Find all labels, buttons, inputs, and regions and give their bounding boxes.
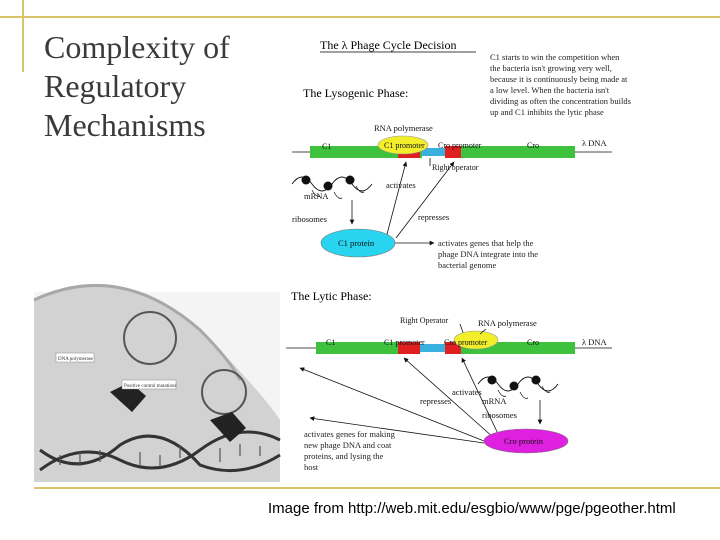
photo-label-mid: Positive control mutations: [124, 384, 177, 389]
lytic-right-operator-label: Right Operator: [400, 316, 449, 325]
lysogenic-ribosome-1: [302, 176, 311, 185]
lysogenic-ribosomes-label: ribosomes: [292, 214, 327, 224]
lysogenic-represses-arrow: [396, 162, 454, 238]
figure-heading: The λ Phage Cycle Decision: [320, 38, 456, 52]
lysogenic-cro-label: Cro: [527, 141, 539, 150]
lytic-gene-note-line-4: host: [304, 462, 319, 472]
lytic-represses-arrow: [404, 358, 494, 438]
dna-protein-photo: DNA polymerase Positive control mutation…: [34, 285, 280, 482]
lysogenic-c1-promoter-label: C1 promoter: [384, 141, 425, 150]
lytic-c1-promoter-label: C1 promoter: [384, 338, 425, 347]
lysogenic-lambda-dna-label: λ DNA: [582, 138, 608, 148]
lysogenic-c1-label: C1: [322, 142, 331, 151]
lytic-gene-note-line-1: activates genes for making: [304, 429, 396, 439]
lytic-phase-title: The Lytic Phase:: [291, 289, 372, 303]
lysogenic-right-operator-label: Right operator: [432, 163, 479, 172]
lytic-activates-label: activates: [452, 387, 482, 397]
lytic-ribosome-1: [488, 376, 497, 385]
lysogenic-cro-promoter-label: Cro promoter: [438, 141, 482, 150]
lysogenic-gene-note-line-3: bacterial genome: [438, 260, 497, 270]
lytic-gene-note-line-2: new phage DNA and coat: [304, 440, 392, 450]
lysogenic-rna-polymerase-label: RNA polymerase: [374, 123, 433, 133]
lytic-cro-protein-label: Cro protein: [504, 436, 544, 446]
lytic-ribosome-3: [532, 376, 541, 385]
lytic-mrna-label: mRNA: [482, 396, 507, 406]
lytic-cro-promoter-label: Cro promoter: [444, 338, 488, 347]
lytic-gene-note: activates genes for making new phage DNA…: [304, 429, 396, 472]
note-line-2: the bacteria isn't growing very well,: [490, 63, 612, 73]
lytic-represses-label: represses: [420, 396, 451, 406]
lysogenic-gene-note: activates genes that help the phage DNA …: [438, 238, 538, 270]
photo-label-top: DNA polymerase: [58, 357, 94, 362]
lytic-rna-polymerase-label: RNA polymerase: [478, 318, 537, 328]
lytic-c1-label: C1: [326, 338, 335, 347]
lysogenic-c1-protein-label: C1 protein: [338, 238, 375, 248]
note-line-6: up and C1 inhibits the lytic phase: [490, 107, 604, 117]
lysogenic-gene-note-line-2: phage DNA integrate into the: [438, 249, 538, 259]
lysogenic-gene-note-line-1: activates genes that help the: [438, 238, 534, 248]
note-line-1: C1 starts to win the competition when: [490, 52, 620, 62]
competition-note: C1 starts to win the competition when th…: [490, 52, 631, 117]
lysogenic-represses-label: represses: [418, 212, 449, 222]
image-source-caption: Image from http://web.mit.edu/esgbio/www…: [268, 500, 676, 517]
lytic-lambda-dna-label: λ DNA: [582, 337, 608, 347]
lysogenic-ribosome-3: [346, 176, 355, 185]
lysogenic-ribosome-2: [324, 182, 333, 191]
note-line-4: a low level. When the bacteria isn't: [490, 85, 610, 95]
lytic-gene-note-line-3: proteins, and lysing the: [304, 451, 384, 461]
lytic-cro-label: Cro: [527, 338, 539, 347]
note-line-3: because it is continuously being made at: [490, 74, 628, 84]
lysogenic-mrna-label: mRNA: [304, 191, 329, 201]
lytic-ribosome-2: [510, 382, 519, 391]
lysogenic-phase-title: The Lysogenic Phase:: [303, 86, 408, 100]
note-line-5: dividing as often the concentration buil…: [490, 96, 631, 106]
lysogenic-activates-arrow: [386, 162, 406, 238]
